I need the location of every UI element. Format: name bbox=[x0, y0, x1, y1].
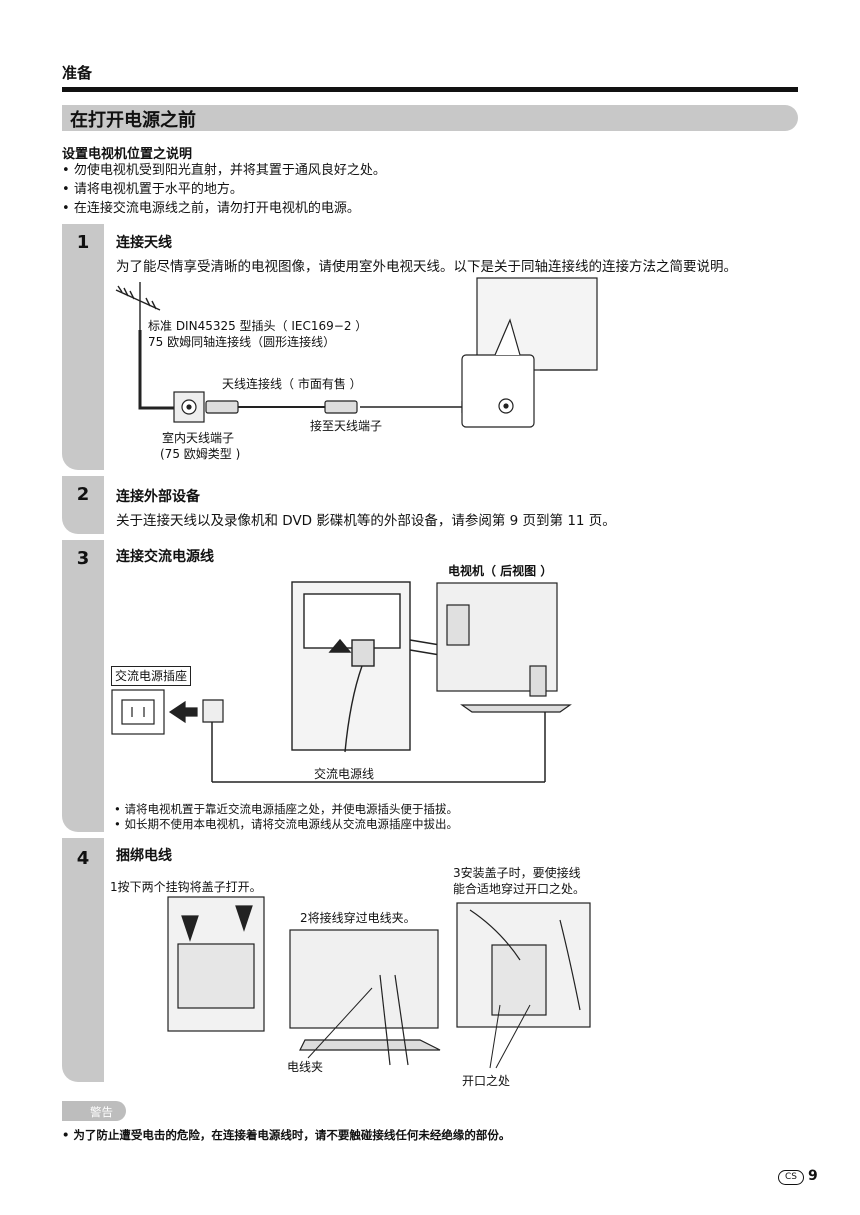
section-label: 准备 bbox=[62, 64, 93, 82]
wall-terminal-illustration bbox=[173, 391, 205, 423]
warning-pill bbox=[62, 1101, 126, 1121]
placement-list: 勿使电视机受到阳光直射，并将其置于通风良好之处。 请将电视机置于水平的地方。 在… bbox=[62, 161, 386, 218]
step-1-title: 连接天线 bbox=[116, 235, 172, 251]
warning-text: 为了防止遭受电击的危险，在连接着电源线时，请不要触碰接线任何未经绝缘的部份。 bbox=[62, 1127, 510, 1143]
step-2-text: 关于连接天线以及录像机和 DVD 影碟机等的外部设备，请参阅第 9 页到第 11… bbox=[116, 513, 616, 529]
list-item: 勿使电视机受到阳光直射，并将其置于通风良好之处。 bbox=[62, 161, 386, 180]
step-4-number: 4 bbox=[76, 848, 90, 869]
antenna-cable-label: 天线连接线（ 市面有售 ） bbox=[222, 377, 362, 391]
tv-rear-label: 电视机（ 后视图 ） bbox=[448, 564, 553, 578]
opening-label: 开口之处 bbox=[462, 1074, 511, 1088]
cable-illustration bbox=[205, 400, 474, 414]
tv-rear-view bbox=[436, 582, 572, 713]
step-3-number: 3 bbox=[76, 548, 90, 569]
placement-heading: 设置电视机位置之说明 bbox=[62, 147, 193, 162]
header-rule bbox=[62, 87, 798, 92]
list-item: 在连接交流电源线之前，请勿打开电视机的电源。 bbox=[62, 199, 386, 218]
step-1-text: 为了能尽情享受清晰的电视图像，请使用室外电视天线。以下是关于同轴连接线的连接方法… bbox=[116, 259, 737, 275]
list-item: 请将电视机置于靠近交流电源插座之处，并使电源插头便于插拔。 bbox=[114, 802, 458, 817]
indoor-terminal-label: 室内天线端子 bbox=[162, 431, 235, 445]
step-4a-label: 1按下两个挂钩将盖子打开。 bbox=[110, 880, 262, 894]
antenna-illustration bbox=[115, 282, 178, 410]
language-badge: CS bbox=[778, 1170, 804, 1185]
warning-label: 警告 bbox=[90, 1105, 113, 1119]
list-item: 如长期不使用本电视机，请将交流电源线从交流电源插座中拔出。 bbox=[114, 817, 458, 832]
ac-outlet-label: 交流电源插座 bbox=[111, 666, 192, 686]
list-item: 请将电视机置于水平的地方。 bbox=[62, 180, 386, 199]
step-4c-label-line2: 能合适地穿过开口之处。 bbox=[453, 882, 586, 896]
ac-cord-label: 交流电源线 bbox=[314, 767, 375, 781]
cover-installed-illustration bbox=[456, 902, 591, 1028]
step-4-title: 捆绑电线 bbox=[116, 848, 172, 864]
step-4b-label: 2将接线穿过电线夹。 bbox=[300, 911, 416, 925]
plug-standard-label: 标准 DIN45325 型插头（ IEC169−2 ） bbox=[148, 319, 368, 333]
step-2-bar: 2 bbox=[62, 476, 104, 534]
cable-clip-label: 电线夹 bbox=[287, 1060, 324, 1074]
page-title: 在打开电源之前 bbox=[70, 110, 196, 131]
step-3-title: 连接交流电源线 bbox=[116, 549, 214, 565]
title-bar bbox=[62, 105, 798, 131]
step-2-title: 连接外部设备 bbox=[116, 489, 200, 505]
tv-back-cables-illustration bbox=[289, 929, 441, 1066]
tv-rear-closeup bbox=[291, 581, 531, 753]
step-2-number: 2 bbox=[76, 484, 90, 505]
step-1-number: 1 bbox=[76, 232, 90, 253]
tv-rear-antenna-panel bbox=[461, 277, 598, 428]
ac-outlet-illustration bbox=[111, 689, 546, 783]
step-3-notes: 请将电视机置于靠近交流电源插座之处，并使电源插头便于插拔。 如长期不使用本电视机… bbox=[114, 802, 458, 832]
cover-open-illustration bbox=[167, 896, 265, 1032]
step-3-bar: 3 bbox=[62, 540, 104, 832]
step-1-bar: 1 bbox=[62, 224, 104, 470]
step-4-bar: 4 bbox=[62, 838, 104, 1082]
step-4c-label-line1: 3安装盖子时，要使接线 bbox=[453, 866, 581, 880]
callout-lines bbox=[307, 987, 531, 1069]
page-number: 9 bbox=[808, 1168, 818, 1184]
to-terminal-label: 接至天线端子 bbox=[310, 419, 383, 433]
coax-label: 75 欧姆同轴连接线（圆形连接线） bbox=[148, 335, 336, 349]
indoor-terminal-type-label: (75 欧姆类型 ) bbox=[160, 447, 241, 461]
